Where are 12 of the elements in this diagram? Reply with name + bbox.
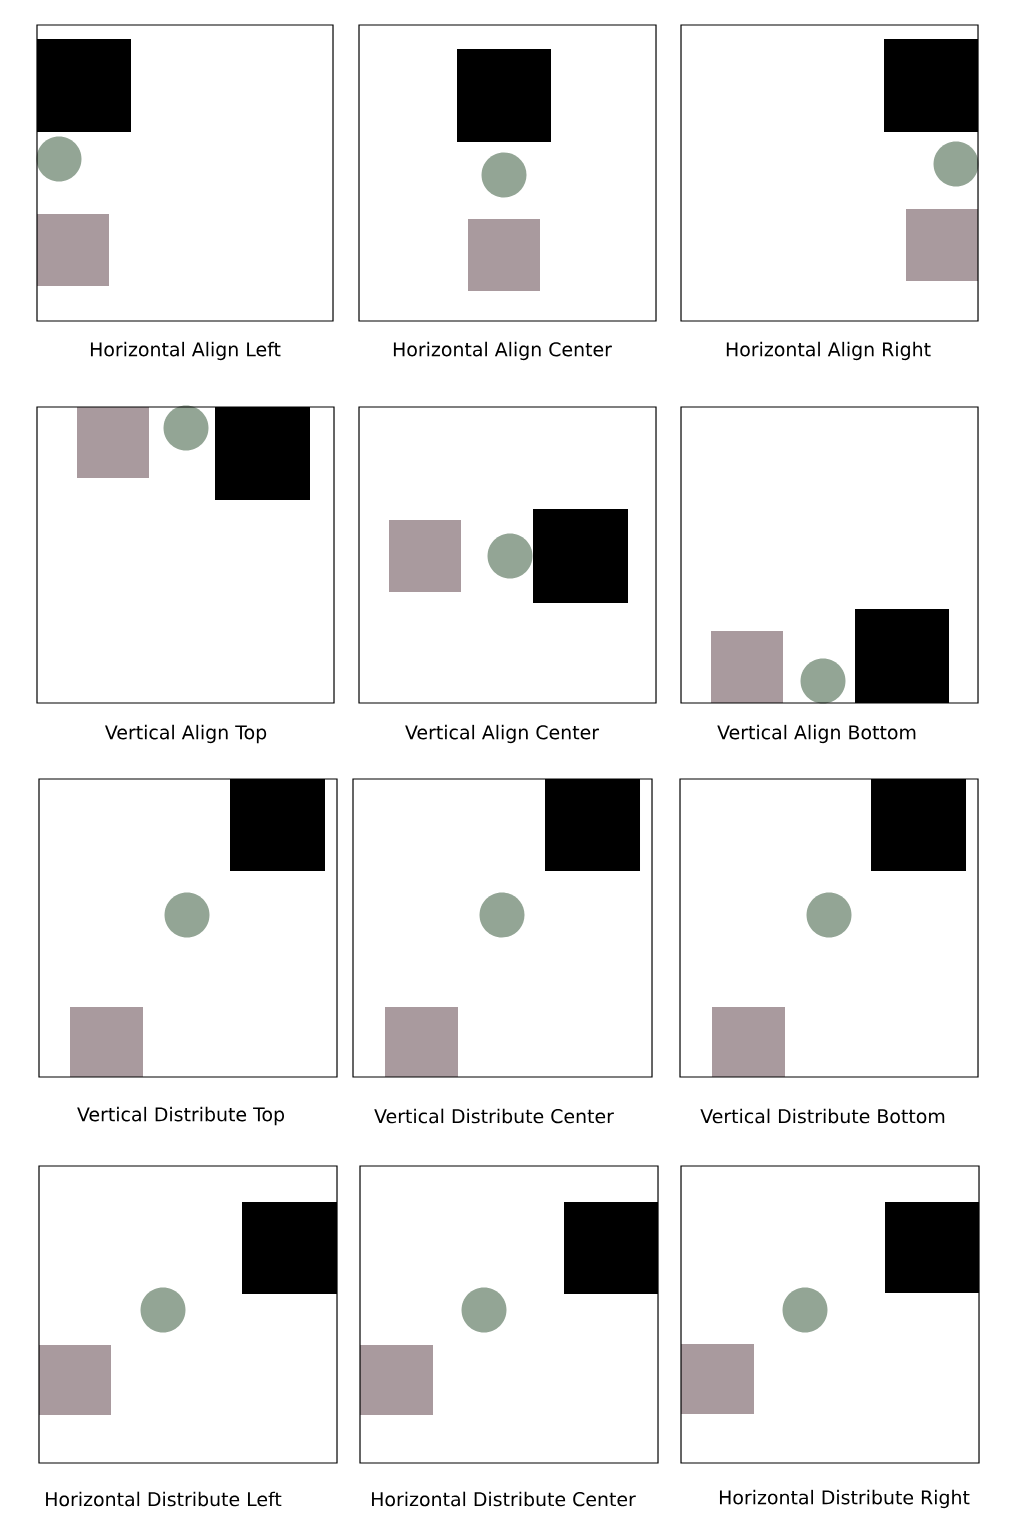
panel-label: Vertical Align Top — [105, 724, 267, 744]
panel-label: Vertical Distribute Bottom — [700, 1108, 945, 1124]
panel-label: Horizontal Distribute Left — [46, 1491, 282, 1507]
panel-label: Horizontal Align Right — [726, 341, 931, 361]
panel-label: Horizontal Align Center — [393, 341, 612, 361]
panel-label: Horizontal Distribute Right — [720, 1489, 970, 1509]
panel-label: Horizontal Align Left — [90, 341, 281, 361]
panel-label: Vertical Align Bottom — [717, 724, 916, 744]
panel-label: Vertical Distribute Top — [77, 1106, 284, 1126]
panel-label: Horizontal Distribute Center — [372, 1491, 636, 1507]
panel-label: Vertical Distribute Center — [374, 1108, 614, 1124]
panel-label: Vertical Align Center — [405, 724, 600, 744]
